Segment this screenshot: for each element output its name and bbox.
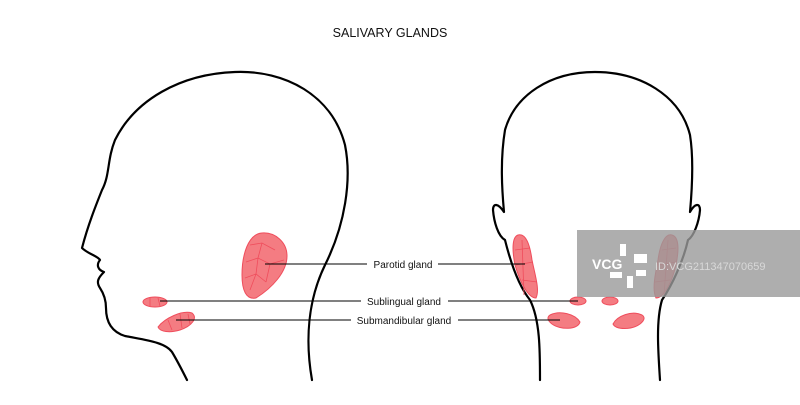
watermark-logo: VCG	[592, 256, 622, 272]
submandibular-gland-label: Submandibular gland	[357, 316, 452, 327]
side-submandibular-gland	[157, 311, 195, 333]
side-head-outline	[80, 70, 349, 382]
front-submandibular-gland-right	[612, 312, 645, 329]
sublingual-gland-label: Sublingual gland	[367, 297, 441, 308]
watermark-id: ID:VCG211347070659	[655, 261, 766, 273]
front-submandibular-gland-left	[547, 312, 581, 329]
watermark: VCG ID:VCG211347070659	[577, 230, 800, 297]
parotid-gland-label: Parotid gland	[374, 260, 433, 271]
front-head-outline	[491, 70, 702, 382]
front-parotid-gland-left	[512, 234, 538, 299]
watermark-burst-icon	[610, 244, 647, 288]
side-parotid-gland	[241, 232, 288, 299]
front-sublingual-gland-right	[601, 296, 619, 306]
side-sublingual-gland	[142, 296, 168, 308]
diagram-title: SALIVARY GLANDS	[333, 26, 448, 40]
